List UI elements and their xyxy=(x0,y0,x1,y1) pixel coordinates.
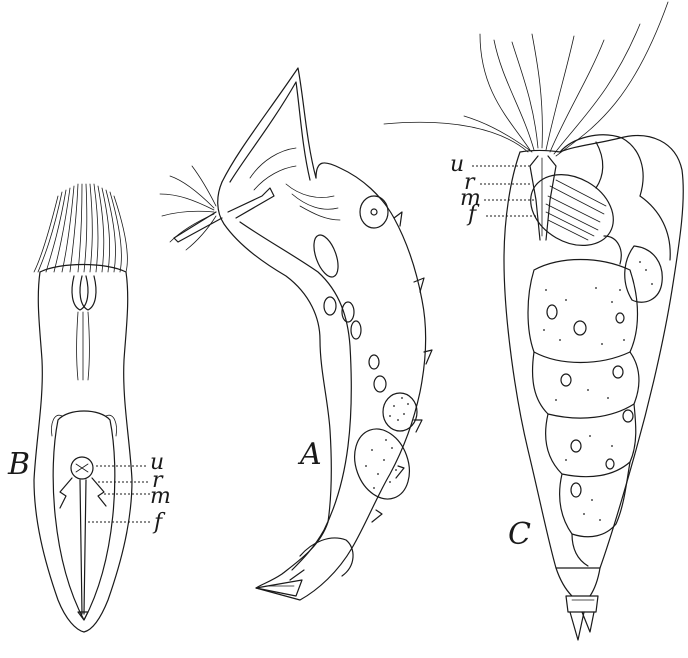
figure-a-drawing xyxy=(160,68,432,600)
figure-a-stipple xyxy=(365,397,409,489)
figure-label-b: B xyxy=(8,450,30,480)
figure-b-label-m: m xyxy=(150,486,171,508)
figure-b-cilia xyxy=(34,184,127,272)
figure-b-label-f: f xyxy=(154,512,162,534)
figure-b-drawing xyxy=(34,184,152,632)
figure-a-cilia xyxy=(160,166,216,250)
figure-c-label-u: u xyxy=(450,154,464,176)
figure-c-label-f: f xyxy=(468,204,476,226)
figure-label-a: A xyxy=(300,440,322,470)
figure-label-c: C xyxy=(508,520,531,550)
figure-c-cilia xyxy=(384,2,668,156)
figure-c-drawing xyxy=(384,2,683,640)
